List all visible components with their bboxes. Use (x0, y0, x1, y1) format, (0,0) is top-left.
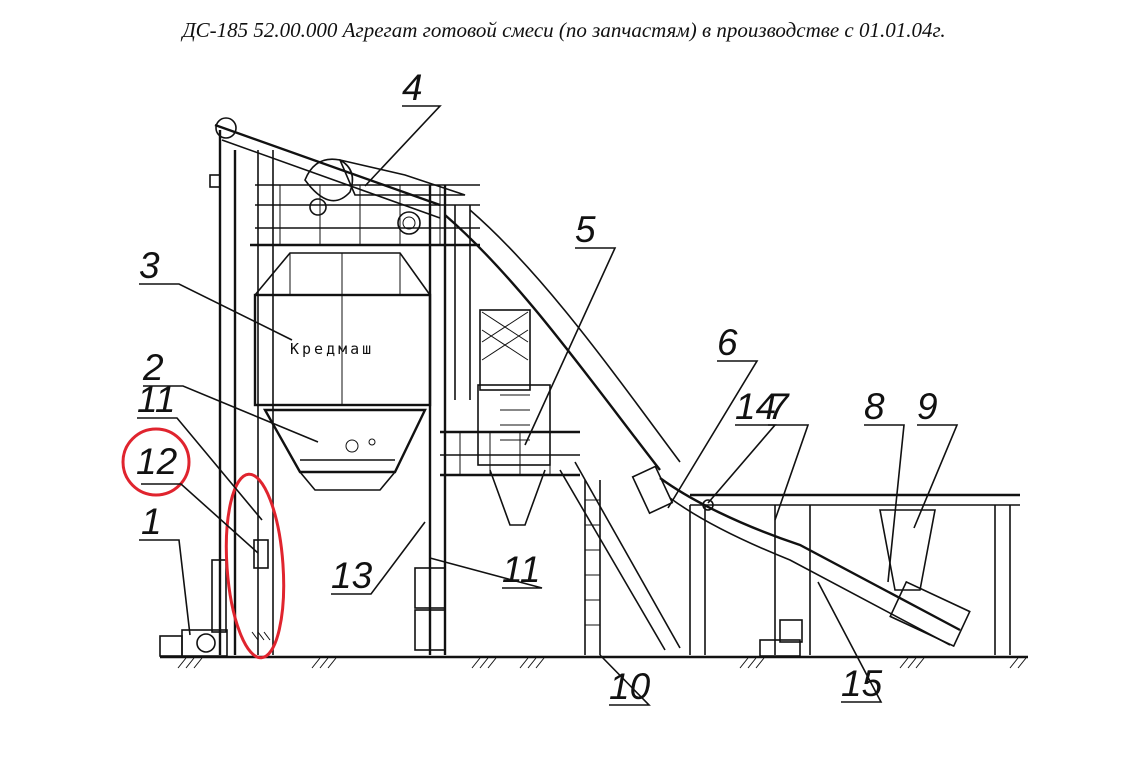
callout-10: 10 (609, 666, 651, 707)
silo: Кредмаш (253, 252, 432, 407)
callout-12: 12 (136, 441, 178, 482)
callout-labels: 4 3 5 6 2 11 14 7 8 9 12 1 13 11 10 15 (136, 67, 938, 707)
callout-7: 7 (768, 386, 790, 427)
callout-5: 5 (575, 209, 596, 250)
callout-3: 3 (139, 245, 160, 286)
hopper (262, 408, 427, 491)
highlight-circle-callout-12 (121, 427, 191, 497)
middle-platform (440, 430, 580, 477)
callout-13: 13 (331, 555, 373, 596)
callout-6: 6 (717, 322, 738, 363)
callout-11-right: 11 (502, 549, 540, 590)
callout-2: 2 (142, 347, 164, 388)
callout-11-left: 11 (137, 379, 175, 420)
right-frame (689, 493, 1020, 657)
main-frame (414, 185, 471, 655)
top-conveyor (214, 117, 466, 235)
drive-unit (159, 559, 228, 657)
callout-1: 1 (141, 501, 162, 542)
mixer-conveyor (659, 477, 971, 648)
stair-tower (477, 309, 551, 526)
highlight-markers (121, 427, 286, 660)
callout-9: 9 (917, 386, 938, 427)
ground-line (160, 655, 1028, 669)
upper-platform (250, 184, 480, 247)
access-ladder (584, 465, 674, 655)
document-title: ДС-185 52.00.000 Агрегат готовой смеси (… (182, 18, 946, 42)
manufacturer-label: Кредмаш (290, 340, 374, 358)
callout-15: 15 (841, 663, 883, 704)
highlight-ellipse-column (224, 472, 286, 660)
callout-14: 14 (735, 386, 776, 427)
callout-4: 4 (402, 67, 423, 108)
inclined-conveyor (444, 209, 681, 651)
vertical-column (209, 130, 274, 655)
leader-lines (137, 105, 959, 706)
callout-8: 8 (864, 386, 885, 427)
